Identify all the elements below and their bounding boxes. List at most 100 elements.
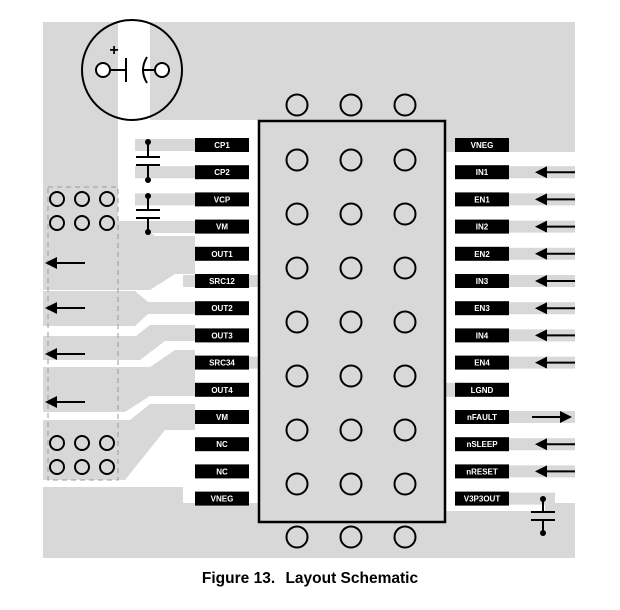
pin-label: IN1 bbox=[476, 168, 489, 177]
via bbox=[285, 256, 309, 280]
arrow-head bbox=[45, 257, 57, 269]
input-arrow-icon bbox=[535, 329, 575, 342]
pin-pad bbox=[455, 355, 509, 370]
via bbox=[393, 310, 417, 334]
pin-label: SRC34 bbox=[209, 359, 235, 368]
pin-label: VM bbox=[216, 223, 228, 232]
connector-via bbox=[99, 191, 115, 207]
ground-plane-bottom-right bbox=[445, 503, 545, 511]
arrow-head bbox=[560, 411, 572, 423]
output-trace bbox=[43, 325, 195, 360]
via bbox=[339, 93, 363, 117]
arrow-head bbox=[535, 220, 547, 233]
arrow-head bbox=[535, 166, 547, 179]
pin-pad bbox=[195, 274, 249, 288]
arrow-head bbox=[535, 247, 547, 260]
pin-left-nc: NC bbox=[195, 464, 249, 479]
pin-right-in3: IN3 bbox=[455, 274, 509, 288]
input-arrow-icon bbox=[535, 302, 575, 315]
connector-via bbox=[99, 459, 115, 475]
pin-right-nfault: nFAULT bbox=[455, 410, 509, 424]
arrow-head bbox=[535, 465, 547, 478]
via bbox=[285, 148, 309, 172]
pin-pad bbox=[195, 219, 249, 234]
pin-left-cp1: CP1 bbox=[195, 138, 249, 152]
input-arrow-icon bbox=[535, 166, 575, 179]
via bbox=[393, 472, 417, 496]
pin-label: V3P3OUT bbox=[464, 495, 501, 504]
figure-number: Figure 13. bbox=[201, 570, 276, 587]
via bbox=[285, 202, 309, 226]
input-arrow-icon bbox=[535, 247, 575, 260]
connector-via bbox=[49, 215, 65, 231]
pin-left-out2: OUT2 bbox=[195, 301, 249, 316]
arrow-head bbox=[535, 193, 547, 206]
pin-pad bbox=[195, 165, 249, 180]
connector-via bbox=[74, 191, 90, 207]
pin-left-cp2: CP2 bbox=[195, 165, 249, 180]
input-arrow-icon bbox=[535, 438, 575, 451]
pin-label: EN2 bbox=[474, 250, 490, 259]
arrow-head bbox=[535, 438, 547, 451]
pin-label: VM bbox=[216, 413, 228, 422]
pin-pad bbox=[195, 246, 249, 261]
input-arrow-icon bbox=[535, 220, 575, 233]
arrow-head bbox=[45, 302, 57, 314]
pin-right-in1: IN1 bbox=[455, 165, 509, 180]
connector-via bbox=[49, 191, 65, 207]
output-arrow-icon bbox=[45, 257, 85, 269]
v3p3-trace bbox=[505, 492, 555, 505]
pin-pad bbox=[455, 491, 509, 506]
figure-caption: Figure 13. Layout Schematic bbox=[0, 570, 620, 588]
pin-pad bbox=[195, 382, 249, 397]
output-trace bbox=[43, 404, 195, 480]
pin-label: nFAULT bbox=[467, 413, 497, 422]
pin-pad bbox=[455, 382, 509, 397]
cap-trace bbox=[135, 193, 195, 206]
connector-vias bbox=[49, 191, 115, 475]
output-arrow-icon bbox=[45, 348, 85, 360]
pin-pad bbox=[195, 301, 249, 316]
pin-pad bbox=[195, 410, 249, 424]
via bbox=[339, 256, 363, 280]
pin-left-out4: OUT4 bbox=[195, 382, 249, 397]
pin-right-v3p3out: V3P3OUT bbox=[455, 491, 509, 506]
pin-right-en3: EN3 bbox=[455, 301, 509, 316]
pin-pad bbox=[455, 464, 509, 479]
pin-left-vm: VM bbox=[195, 410, 249, 424]
connector-via bbox=[74, 435, 90, 451]
via bbox=[339, 472, 363, 496]
pin-label: EN1 bbox=[474, 195, 490, 204]
ground-plane-bottom-left bbox=[43, 487, 183, 507]
via bbox=[339, 418, 363, 442]
pin-pad bbox=[455, 219, 509, 234]
pin-label: CP2 bbox=[214, 168, 230, 177]
pin-right-in2: IN2 bbox=[455, 219, 509, 234]
pin-pad bbox=[455, 274, 509, 288]
copper-pour bbox=[43, 22, 575, 558]
via bbox=[285, 418, 309, 442]
output-arrow-icon bbox=[45, 302, 85, 314]
connector-via bbox=[74, 215, 90, 231]
connector-via bbox=[99, 435, 115, 451]
via bbox=[285, 93, 309, 117]
via bbox=[393, 93, 417, 117]
polarity-mark: + bbox=[109, 42, 118, 59]
output-trace bbox=[43, 232, 195, 290]
pin-pad bbox=[455, 410, 509, 424]
via bbox=[339, 310, 363, 334]
pin-right-en1: EN1 bbox=[455, 192, 509, 207]
input-arrow-icon bbox=[535, 275, 575, 287]
pin-label: NC bbox=[216, 467, 228, 476]
pin-pad bbox=[195, 328, 249, 343]
pin-right-en2: EN2 bbox=[455, 246, 509, 261]
pin-pad bbox=[455, 301, 509, 316]
arrow-head bbox=[535, 302, 547, 315]
charge-pump-capacitor bbox=[136, 139, 160, 183]
pin-label: EN3 bbox=[474, 304, 490, 313]
input-arrow-icon bbox=[535, 465, 575, 478]
via bbox=[285, 525, 309, 549]
thermal-vias bbox=[285, 93, 417, 549]
via bbox=[339, 148, 363, 172]
bulk-capacitor-pad-positive bbox=[95, 62, 111, 78]
